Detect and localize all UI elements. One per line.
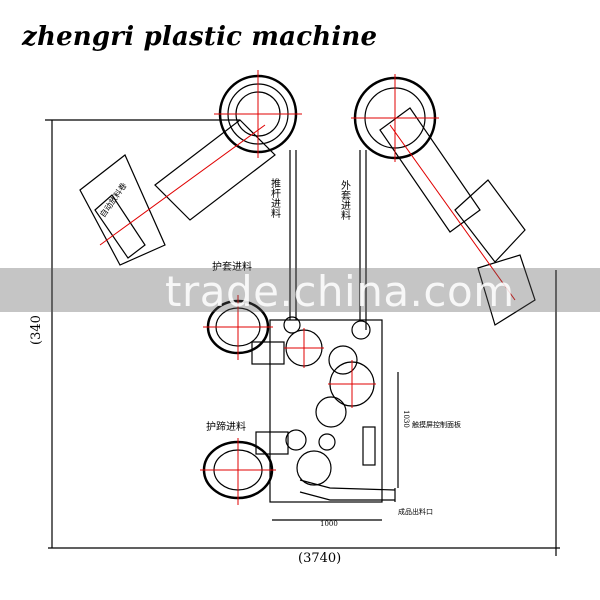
dimension-inner-bottom: 1000 — [320, 520, 338, 528]
dimension-bottom: (3740) — [298, 551, 341, 566]
control-panel — [362, 426, 376, 466]
label-outlet: 成品出料口 — [398, 507, 433, 516]
watermark-band — [0, 268, 600, 312]
roller-7 — [296, 450, 332, 486]
roller-4 — [315, 396, 347, 428]
page-title: zhengri plastic machine — [22, 22, 378, 52]
label-pushrod-feed: 推杆进料 — [269, 177, 281, 219]
roller-5 — [285, 429, 307, 451]
label-control-panel: 触摸屏控制面板 — [412, 420, 461, 429]
watermark: trade.china.com — [165, 267, 515, 316]
roller-2 — [328, 345, 358, 375]
label-outer-feed: 外套进料 — [339, 180, 351, 221]
feed-clamp-upper — [251, 341, 285, 365]
right-feed-box — [454, 179, 526, 263]
roller-6 — [318, 433, 336, 451]
dimension-left: (340 — [29, 315, 44, 345]
right-lower-box — [477, 254, 536, 326]
label-sleeve-feed: 护套进料 — [212, 260, 252, 273]
left-arm — [154, 119, 276, 221]
right-arm — [379, 107, 481, 233]
label-hoof-feed: 护蹄进料 — [206, 420, 246, 433]
feed-clamp-lower — [255, 431, 289, 455]
dimension-inner-right: 1030 — [402, 410, 410, 428]
main-frame — [269, 319, 383, 503]
